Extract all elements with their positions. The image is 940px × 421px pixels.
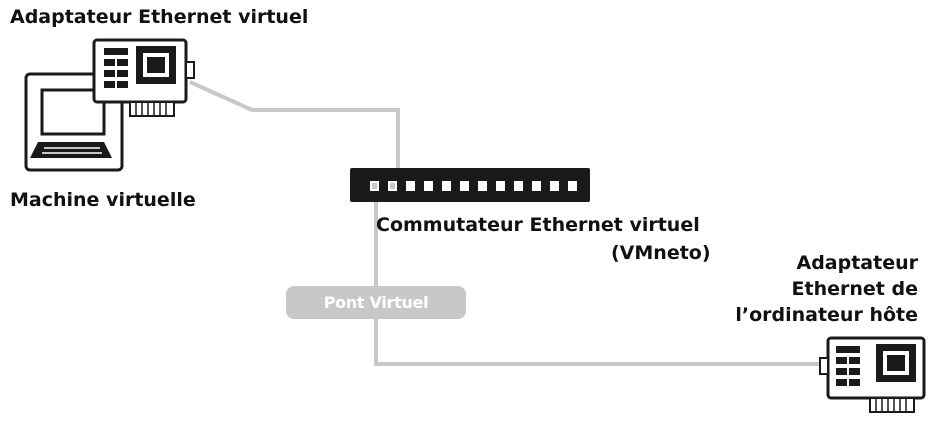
host-network-card-icon <box>819 336 926 413</box>
vm-to-switch-cable <box>189 80 400 183</box>
host-adapter-label-line: l’ordinateur hôte <box>735 304 918 326</box>
vm-adapter-label: Adaptateur Ethernet virtuel <box>10 6 309 28</box>
virtual-bridge-box: Pont Virtuel <box>286 286 466 319</box>
switch-icon <box>350 168 590 202</box>
computer-icon <box>24 72 124 172</box>
switch-label: Commutateur Ethernet virtuel <box>376 214 700 236</box>
switch-to-host-cable <box>374 190 826 366</box>
host-adapter-label-line: Adaptateur <box>796 252 919 274</box>
network-card-icon <box>92 38 195 117</box>
host-adapter-label-line: Ethernet de <box>791 278 918 300</box>
virtual-bridge-label: Pont Virtuel <box>323 293 429 312</box>
host-adapter-label: Adaptateur Ethernet de l’ordinateur hôte <box>718 250 918 328</box>
switch-name-label: (VMneto) <box>611 242 711 264</box>
virtual-machine-label: Machine virtuelle <box>10 189 196 211</box>
